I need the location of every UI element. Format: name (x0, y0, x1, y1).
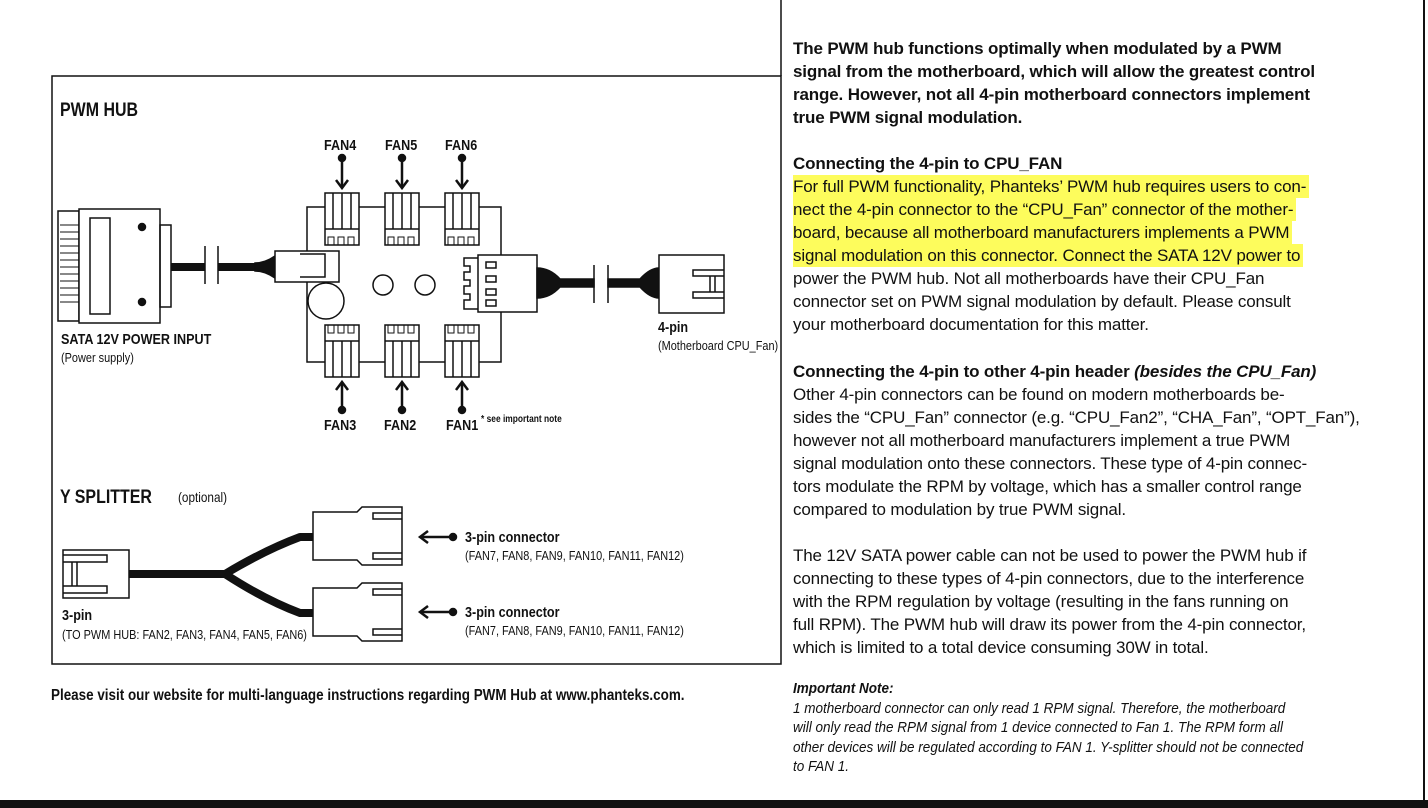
important-note-heading: Important Note: (793, 680, 894, 697)
section-sata-power: The 12V SATA power cable can not be used… (793, 544, 1306, 659)
y-splitter-cable (129, 533, 313, 617)
text-line: however not all motherboard manufacturer… (793, 431, 1291, 450)
text-line: with the RPM regulation by voltage (resu… (793, 592, 1289, 611)
highlighted-line: nect the 4-pin connector to the “CPU_Fan… (793, 198, 1297, 221)
4pin-motherboard-connector-icon (658, 254, 725, 314)
y-splitter-3pin-plug-icon (62, 549, 130, 599)
pwm-hub-title: PWM HUB (60, 100, 139, 121)
connector-arrows-icon (417, 530, 458, 619)
sata-cable (171, 246, 276, 284)
y-splitter-optional: (optional) (178, 489, 228, 505)
text-line: true PWM signal modulation. (793, 108, 1023, 127)
text-line: 1 motherboard connector can only read 1 … (793, 699, 1286, 717)
section-heading: Connecting the 4-pin to CPU_FAN (793, 154, 1063, 173)
text-line: full RPM). The PWM hub will draw its pow… (793, 615, 1306, 634)
text-line: connecting to these types of 4-pin conne… (793, 569, 1305, 588)
text-line: compared to modulation by true PWM signa… (793, 500, 1126, 519)
fan1-important-note-ref: * see important note (481, 414, 562, 425)
text-line: Other 4-pin connectors can be found on m… (793, 385, 1285, 404)
fan4-label: FAN4 (324, 137, 357, 154)
hub-fan-headers-bottom (324, 324, 480, 378)
intro-paragraph: The PWM hub functions optimally when mod… (793, 37, 1315, 129)
footer-website-note: Please visit our website for multi-langu… (51, 687, 685, 704)
hub-fan-headers-top (324, 192, 480, 246)
highlighted-line: signal modulation on this connector. Con… (793, 244, 1304, 267)
fan5-label: FAN5 (385, 137, 418, 154)
threepin-label: 3-pin (62, 607, 93, 624)
y-splitter-title: Y SPLITTER (60, 487, 152, 508)
fan-arrows-icon (335, 153, 469, 415)
section-heading-italic: (besides the CPU_Fan) (1134, 362, 1317, 381)
text-line: The 12V SATA power cable can not be used… (793, 546, 1307, 565)
sata-label: SATA 12V POWER INPUT (61, 331, 212, 348)
fan1-label: FAN1 (446, 417, 479, 434)
text-line: your motherboard documentation for this … (793, 315, 1149, 334)
text-line: The PWM hub functions optimally when mod… (793, 39, 1282, 58)
text-line: power the PWM hub. Not all motherboards … (793, 269, 1265, 288)
fan2-label: FAN2 (384, 417, 417, 434)
section-heading: Connecting the 4-pin to other 4-pin head… (793, 362, 1135, 381)
text-line: will only read the RPM signal from 1 dev… (793, 719, 1283, 736)
y-splitter-connector-bottom-icon (312, 582, 403, 642)
highlighted-line: For full PWM functionality, Phanteks’ PW… (793, 175, 1310, 198)
connector-bottom-label: 3-pin connector (465, 604, 560, 621)
text-line: other devices will be regulated accordin… (793, 738, 1304, 756)
y-splitter-connector-top-icon (312, 506, 403, 566)
sata-connector-icon (57, 208, 172, 324)
text-line: sides the “CPU_Fan” connector (e.g. “CPU… (793, 408, 1360, 427)
important-note: Important Note: 1 motherboard connector … (793, 679, 1360, 777)
connector-bottom-sublabel: (FAN7, FAN8, FAN9, FAN10, FAN11, FAN12) (465, 623, 684, 638)
hub-4pin-header-icon (463, 254, 538, 313)
text-line: which is limited to a total device consu… (793, 638, 1209, 657)
text-line: signal modulation onto these connectors.… (793, 454, 1307, 473)
fourpin-sublabel: (Motherboard CPU_Fan) (658, 338, 779, 353)
diagram-frame (51, 75, 782, 665)
sata-sublabel: (Power supply) (61, 350, 134, 365)
text-line: signal from the motherboard, which will … (793, 62, 1315, 81)
connector-top-sublabel: (FAN7, FAN8, FAN9, FAN10, FAN11, FAN12) (465, 548, 684, 563)
highlighted-line: board, because all motherboard manufactu… (793, 221, 1293, 244)
text-line: connector set on PWM signal modulation b… (793, 292, 1291, 311)
section-other-headers: Connecting the 4-pin to other 4-pin head… (793, 360, 1360, 521)
threepin-sublabel: (TO PWM HUB: FAN2, FAN3, FAN4, FAN5, FAN… (62, 627, 307, 642)
connector-top-label: 3-pin connector (465, 529, 560, 546)
fan3-label: FAN3 (324, 417, 357, 434)
text-line: tors modulate the RPM by voltage, which … (793, 477, 1302, 496)
4pin-cable (536, 265, 660, 303)
text-line: range. However, not all 4-pin motherboar… (793, 85, 1310, 104)
section-cpu-fan: Connecting the 4-pin to CPU_FAN For full… (793, 152, 1310, 336)
text-line: to FAN 1. (793, 758, 850, 775)
fan6-label: FAN6 (445, 137, 478, 154)
page-bottom-edge (0, 800, 1428, 808)
fourpin-label: 4-pin (658, 319, 689, 336)
